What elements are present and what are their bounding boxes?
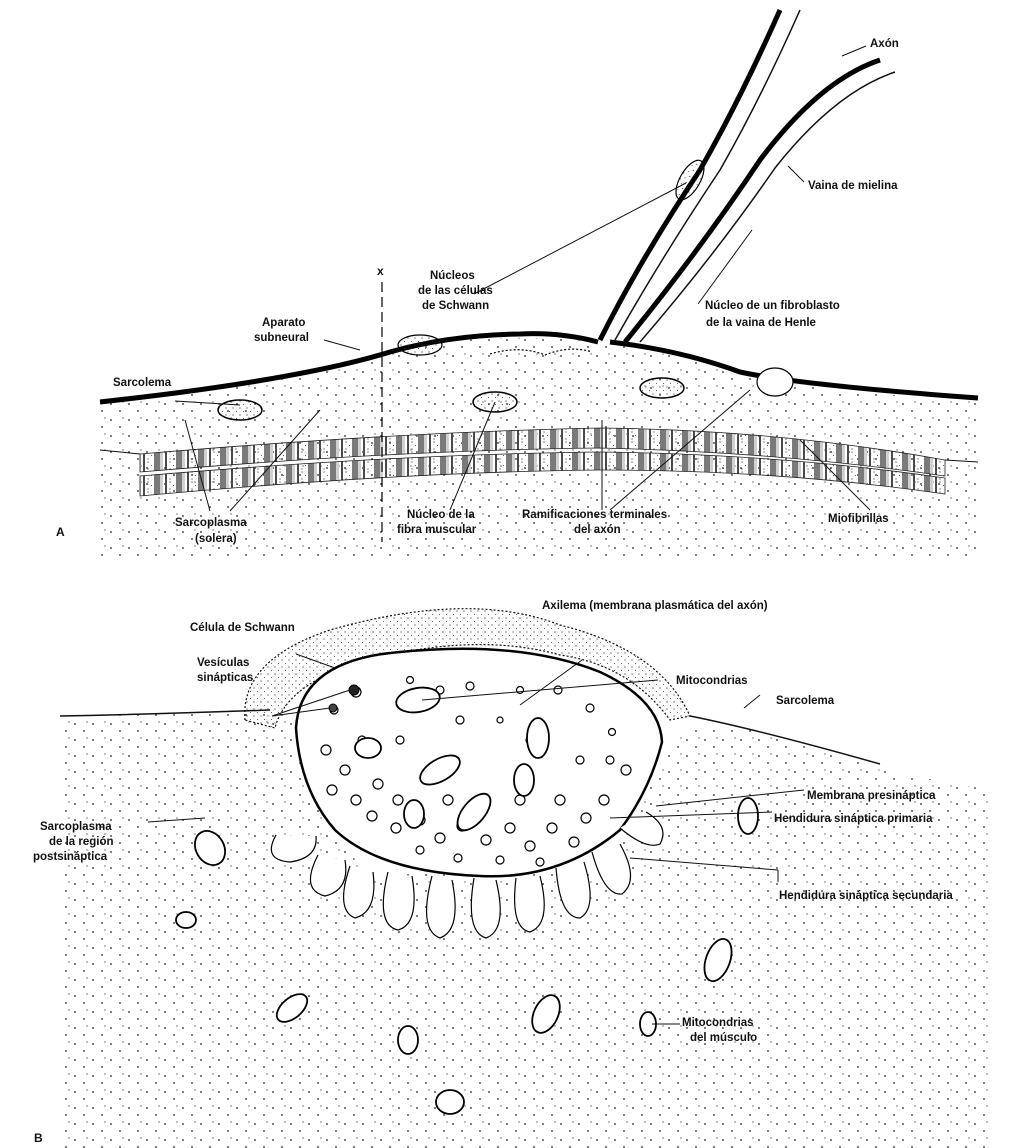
secondary-cleft-label: Hendidura sináptica secundaria	[779, 890, 953, 902]
subneural-apparatus-label-line1: Aparato	[262, 317, 305, 329]
fibroblast-nucleus-label-line2: de la vaina de Henle	[706, 317, 816, 329]
schwann-nuclei-label-line2: de las células	[418, 285, 493, 297]
synaptic-vesicle-dark-2	[329, 704, 337, 712]
schwann-nuclei-label-line1: Núcleos	[430, 270, 475, 282]
postsynaptic-sarcoplasm-label-line3: postsináptica	[33, 851, 108, 863]
myelin-sheath-label: Vaina de mielina	[808, 180, 898, 192]
synaptic-vesicles-label-line1: Vesículas	[197, 657, 249, 669]
panel-b: Célula de Schwann Axilema (membrana plas…	[33, 600, 990, 1148]
schwann-nuclei-label-line3: de Schwann	[422, 300, 489, 312]
axolemma-label: Axilema (membrana plasmática del axón)	[542, 600, 768, 612]
presynaptic-membrane-label: Membrana presináptica	[807, 790, 936, 802]
subneural-apparatus-label-line2: subneural	[254, 332, 309, 344]
mitochondria-label: Mitocondrias	[676, 675, 748, 687]
muscle-nucleus-label-line2: fibra muscular	[397, 524, 477, 536]
postsynaptic-sarcoplasm-label-line1: Sarcoplasma	[40, 821, 112, 833]
primary-cleft-label: Hendidura sináptica primaria	[774, 813, 933, 825]
myofibrils-label: Miofibrillas	[828, 513, 889, 525]
fibroblast-nucleus-label-line1: Núcleo de un fibroblasto	[705, 300, 840, 312]
muscle-mitochondria-label-line2: del músculo	[690, 1032, 757, 1044]
section-x-mark: x	[377, 264, 384, 278]
schwann-nucleus-a2	[398, 335, 442, 355]
panel-a: Axón Vaina de mielina Núcleos de las cél…	[56, 10, 978, 560]
sarcoplasm-label-line1: Sarcoplasma	[175, 517, 247, 529]
axon-label-a: Axón	[870, 38, 899, 50]
sarcolemma-label-b: Sarcolema	[776, 695, 835, 707]
panel-a-letter: A	[56, 525, 65, 539]
terminal-branches-label-line2: del axón	[574, 524, 621, 536]
schwann-cell-label: Célula de Schwann	[190, 622, 295, 634]
sarcolemma-label-a: Sarcolema	[113, 377, 172, 389]
sarcoplasm-label-line2: (solera)	[195, 533, 237, 545]
panel-b-letter: B	[34, 1131, 43, 1145]
muscle-nucleus-3	[640, 378, 684, 398]
postsynaptic-sarcoplasm-label-line2: de la región	[49, 836, 114, 848]
muscle-mitochondria-label-line1: Mitocondrias	[682, 1017, 754, 1029]
synaptic-vesicle-dark-1	[349, 685, 359, 695]
terminal-bulb	[757, 368, 793, 396]
terminal-branches-label-line1: Ramificaciones terminales	[522, 509, 667, 521]
muscle-nucleus-label-line1: Núcleo de la	[407, 509, 475, 521]
muscle-nucleus-1	[218, 400, 262, 420]
synaptic-vesicles-label-line2: sinápticas	[197, 672, 253, 684]
